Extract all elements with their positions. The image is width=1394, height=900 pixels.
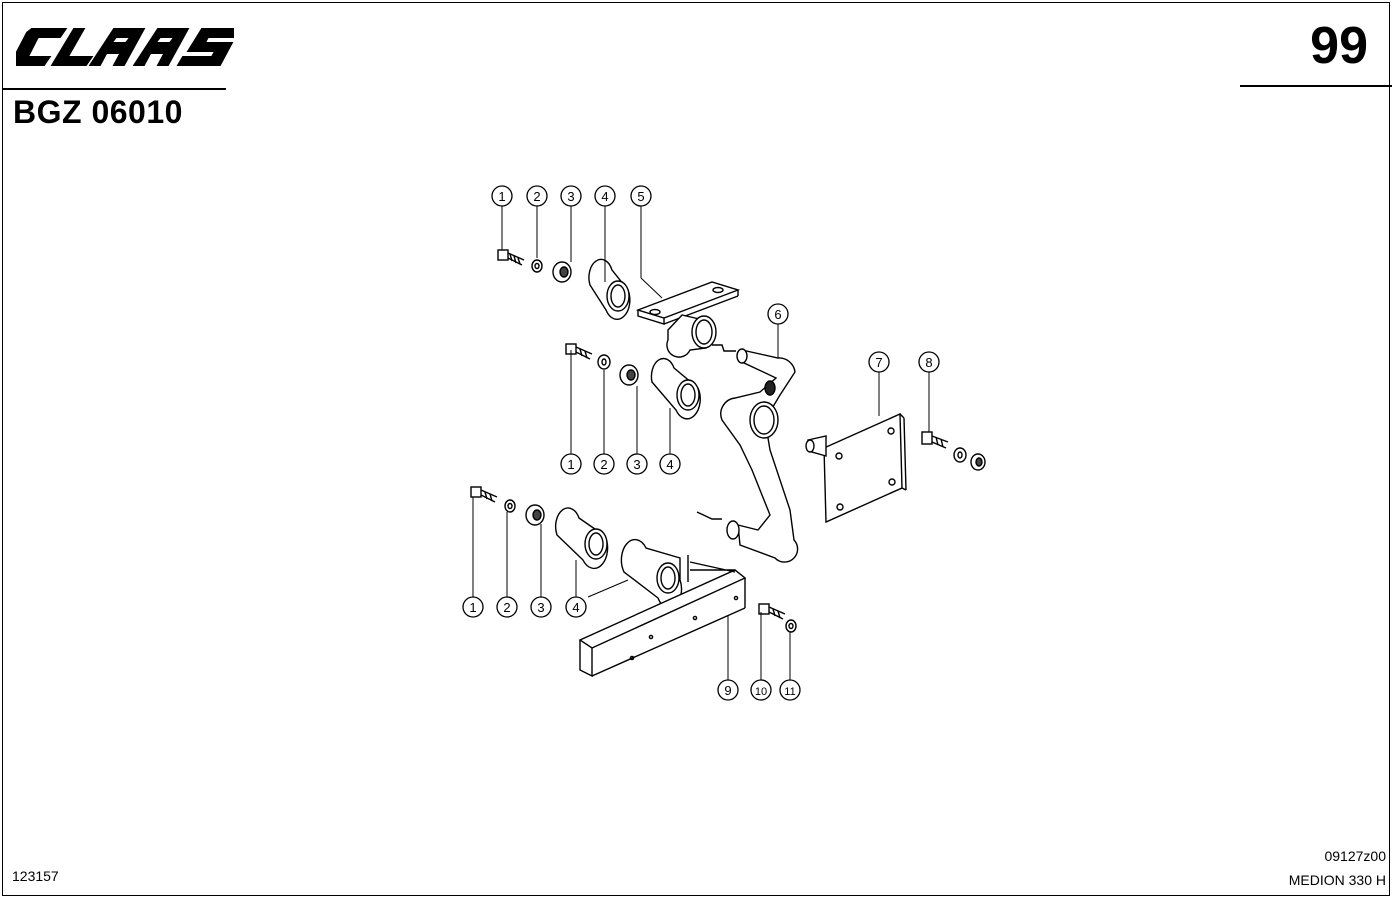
- callout-4: [594, 185, 616, 207]
- callout-2: [593, 453, 615, 475]
- claas-logo: [8, 26, 242, 73]
- callout-2: [496, 596, 518, 618]
- callout-label: 4: [601, 189, 608, 204]
- callout-3: [560, 185, 582, 207]
- callout-9: [717, 679, 739, 701]
- group-code: BGZ 06010: [13, 94, 183, 130]
- bolt-part: [497, 249, 525, 266]
- callout-7: [868, 351, 890, 373]
- header-rule-left: [2, 88, 226, 90]
- callout-label: 1: [498, 189, 505, 204]
- callout-11: [779, 679, 801, 701]
- callout-3: [530, 596, 552, 618]
- callout-label: 4: [666, 457, 673, 472]
- callout-4: [659, 453, 681, 475]
- callout-label: 11: [784, 686, 795, 698]
- callout-label: 6: [774, 307, 781, 322]
- callout-10: [750, 679, 772, 701]
- page-number: 99: [1310, 17, 1368, 75]
- callout-label: 2: [600, 457, 607, 472]
- callout-5: [630, 185, 652, 207]
- callout-2: [526, 185, 548, 207]
- callout-1: [491, 185, 513, 207]
- callout-label: 3: [633, 457, 640, 472]
- callout-label: 9: [724, 683, 731, 698]
- callout-6: [767, 303, 789, 325]
- callout-1: [560, 453, 582, 475]
- callout-label: 3: [537, 600, 544, 615]
- callout-label: 2: [503, 600, 510, 615]
- callout-label: 2: [533, 189, 540, 204]
- callout-4: [565, 596, 587, 618]
- callout-label: 1: [469, 600, 476, 615]
- reference-number: 123157: [12, 868, 59, 884]
- callout-label: 4: [572, 600, 579, 615]
- header-rule-right: [1240, 85, 1392, 87]
- callout-8: [918, 351, 940, 373]
- callout-label: 10: [755, 686, 767, 698]
- callout-1: [462, 596, 484, 618]
- model-name: MEDION 330 H: [1288, 872, 1386, 888]
- drawing-number: 09127z00: [1324, 848, 1386, 864]
- callout-label: 5: [637, 189, 644, 204]
- callout-3: [626, 453, 648, 475]
- callout-label: 1: [567, 457, 574, 472]
- callout-label: 3: [567, 189, 574, 204]
- callout-label: 8: [925, 355, 932, 370]
- callout-label: 7: [875, 355, 882, 370]
